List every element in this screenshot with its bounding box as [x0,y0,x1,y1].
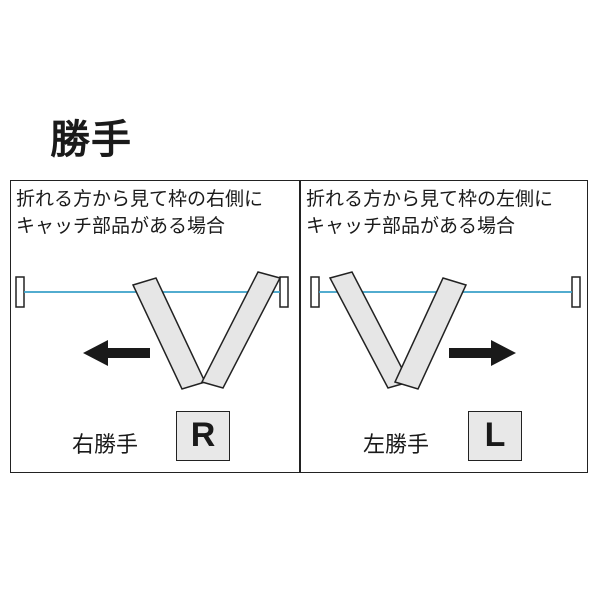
arrow-right-icon [449,340,516,366]
folding-door-diagram [310,271,581,390]
frame-post-left [15,276,25,308]
arrow-left-icon [83,340,150,366]
description-line-1: 折れる方から見て枠の左側に [306,188,554,210]
frame-post-right [279,276,289,308]
page-title: 勝手 [50,117,132,163]
handedness-letter-box: R [176,411,230,461]
door-panel-right [393,277,468,390]
panel-right-hand: 折れる方から見て枠の右側に キャッチ部品がある場合 右勝手 R [10,180,299,473]
panel-divider [299,180,301,473]
door-panel-left [131,277,207,390]
description-line-2: キャッチ部品がある場合 [16,215,226,237]
door-panel-right [200,271,282,389]
description-line-1: 折れる方から見て枠の右側に [16,188,264,210]
handedness-letter-box: L [468,411,522,461]
description-line-2: キャッチ部品がある場合 [306,215,516,237]
folding-door-diagram [15,271,289,390]
panel-left-hand: 折れる方から見て枠の左側に キャッチ部品がある場合 左勝手 L [300,180,589,473]
frame-post-right [571,276,581,308]
door-panel-left [328,271,411,389]
handedness-caption: 右勝手 [72,433,139,458]
panel-description: 折れる方から見て枠の右側に キャッチ部品がある場合 [16,186,263,240]
panel-description: 折れる方から見て枠の左側に キャッチ部品がある場合 [306,186,553,240]
handedness-caption: 左勝手 [363,433,430,458]
frame-post-left [310,276,320,308]
